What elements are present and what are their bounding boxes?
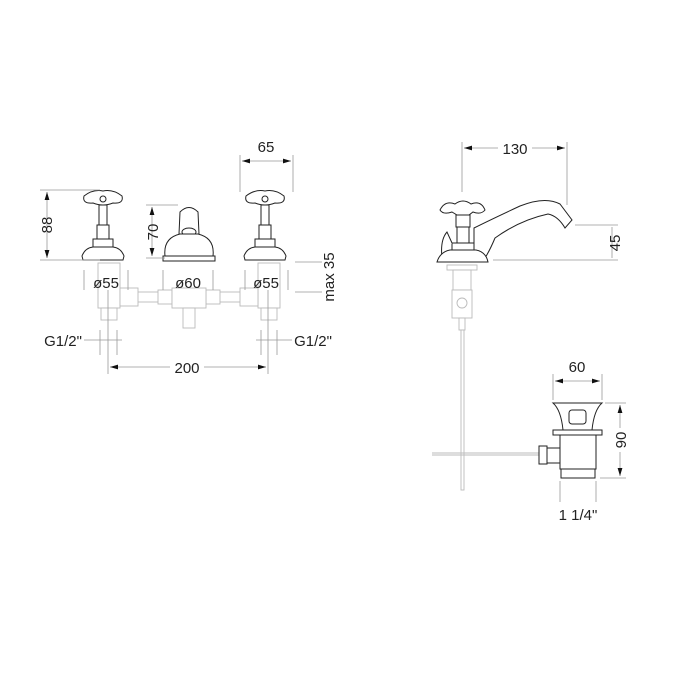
left-base-diameter-label: ø55 bbox=[93, 275, 119, 292]
spout-outlet-height-label: 45 bbox=[607, 235, 624, 252]
right-cross-handle bbox=[243, 190, 287, 261]
handle-width-label: 65 bbox=[258, 139, 275, 156]
front-view: 88 70 65 ø55 ø60 ø55 max 35 G1/2" G1/2" bbox=[39, 139, 338, 377]
max-deck-thickness-label: max 35 bbox=[321, 252, 338, 301]
spout-base-diameter-label: ø60 bbox=[175, 275, 201, 292]
side-view: 130 45 bbox=[436, 139, 624, 491]
spout-height-label: 70 bbox=[145, 224, 162, 241]
drain-height-label: 90 bbox=[613, 432, 630, 449]
reach-label: 130 bbox=[502, 141, 527, 158]
handle-height-label: 88 bbox=[39, 217, 56, 234]
side-tap bbox=[436, 200, 573, 263]
underdeck-plumbing bbox=[97, 262, 281, 329]
flange-diameter-label: 60 bbox=[569, 359, 586, 376]
side-underdeck bbox=[446, 264, 478, 491]
left-cross-handle bbox=[81, 190, 125, 261]
center-spout bbox=[162, 207, 216, 262]
right-base-diameter-label: ø55 bbox=[253, 275, 279, 292]
right-connection-label: G1/2" bbox=[294, 333, 332, 350]
left-connection-label: G1/2" bbox=[44, 333, 82, 350]
drain-view: 60 90 1 1/4" bbox=[432, 359, 630, 524]
thread-size-label: 1 1/4" bbox=[559, 507, 598, 524]
center-distance-label: 200 bbox=[174, 360, 199, 377]
